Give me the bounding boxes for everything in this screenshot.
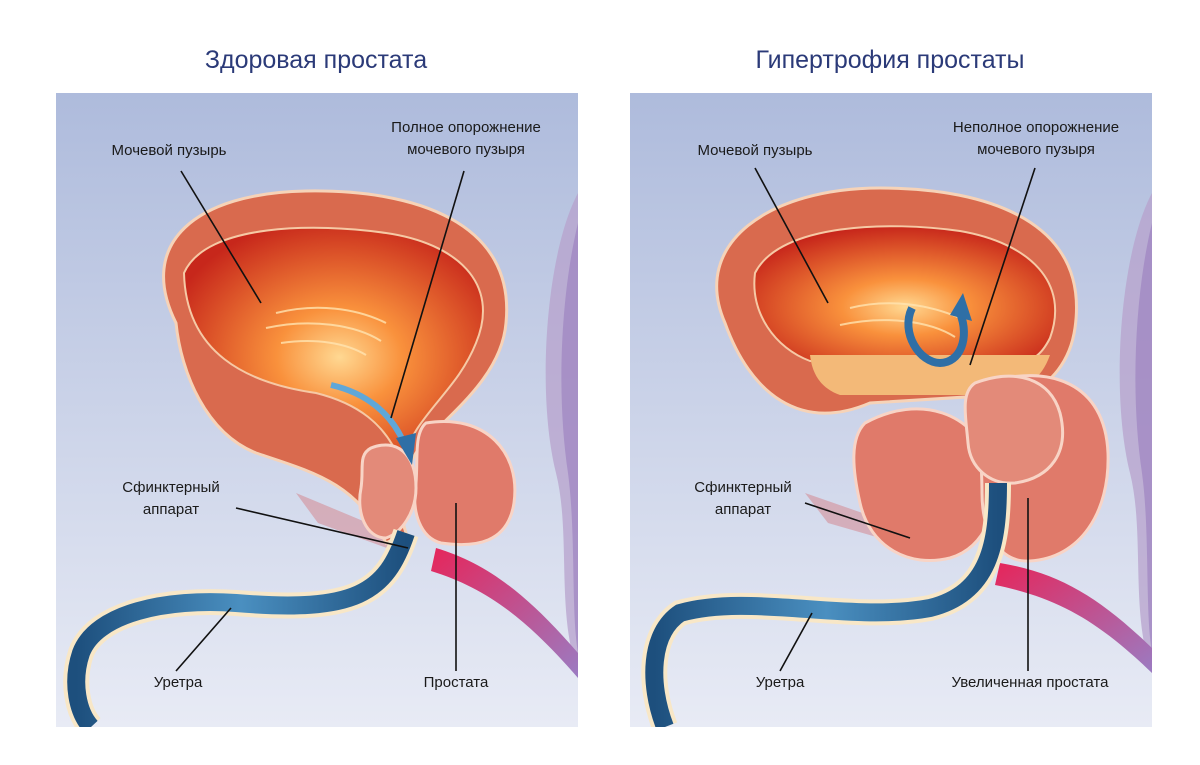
healthy-prostate-title: Здоровая простата bbox=[56, 46, 576, 75]
sphincter-label-line1: Сфинктерный bbox=[106, 478, 236, 498]
sphincter-label-line1: Сфинктерный bbox=[678, 478, 808, 498]
prostate-label: Простата bbox=[411, 673, 501, 693]
healthy-prostate-illustration bbox=[56, 93, 578, 727]
urethra-label: Уретра bbox=[740, 673, 820, 693]
hypertrophy-prostate-title: Гипертрофия простаты bbox=[630, 46, 1150, 75]
sphincter-label-line2: аппарат bbox=[106, 500, 236, 520]
sphincter-label-line2: аппарат bbox=[678, 500, 808, 520]
bladder-label: Мочевой пузырь bbox=[685, 141, 825, 161]
emptying-label-line1: Полное опорожнение bbox=[356, 118, 576, 138]
healthy-prostate-panel: Мочевой пузырь Полное опорожнение мочево… bbox=[56, 93, 578, 727]
hypertrophy-prostate-illustration bbox=[630, 93, 1152, 727]
bladder-label: Мочевой пузырь bbox=[104, 141, 234, 161]
emptying-label-line2: мочевого пузыря bbox=[920, 140, 1152, 160]
emptying-label-line1: Неполное опорожнение bbox=[920, 118, 1152, 138]
enlarged-prostate-label: Увеличенная простата bbox=[930, 673, 1130, 693]
hypertrophy-prostate-panel: Мочевой пузырь Неполное опорожнение моче… bbox=[630, 93, 1152, 727]
emptying-label-line2: мочевого пузыря bbox=[356, 140, 576, 160]
urethra-label: Уретра bbox=[138, 673, 218, 693]
